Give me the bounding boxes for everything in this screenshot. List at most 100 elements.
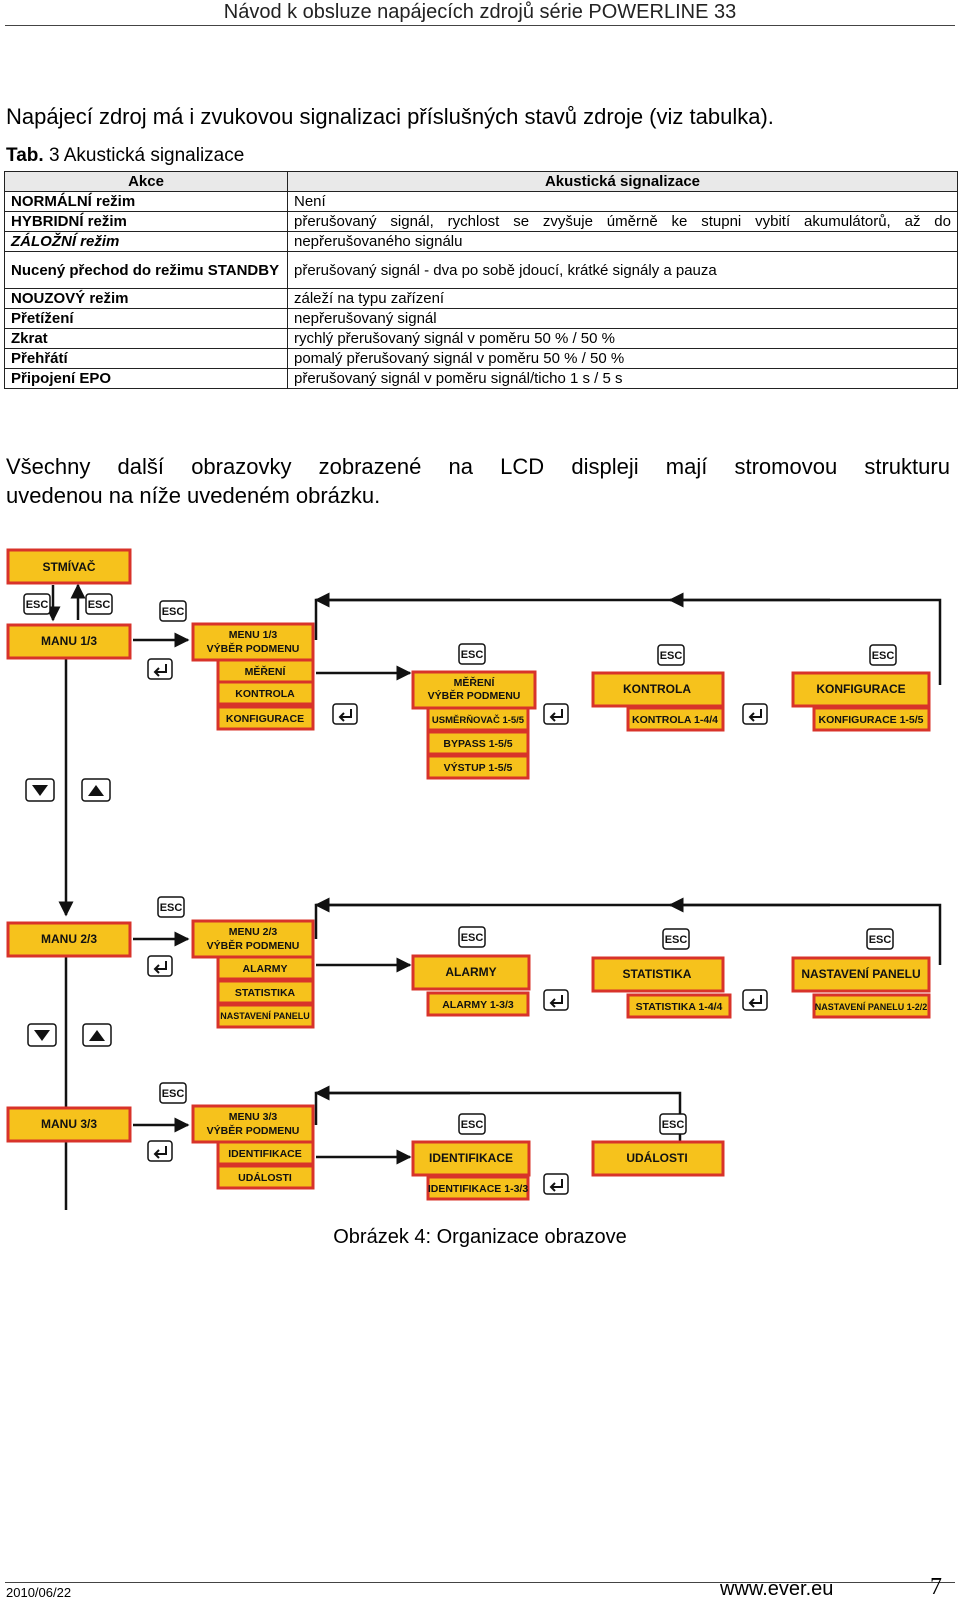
label-statistika-sub: STATISTIKA 1-4/4 <box>636 1001 723 1013</box>
esc-button[interactable]: ESC <box>866 928 894 950</box>
svg-text:ESC: ESC <box>461 1119 484 1131</box>
table-header-akce: Akce <box>4 171 288 192</box>
table-cell-action: NOUZOVÝ režim <box>4 288 288 309</box>
box-usmernovac <box>426 706 530 732</box>
esc-button[interactable]: ESC <box>159 1082 187 1104</box>
svg-text:ESC: ESC <box>26 599 49 611</box>
label-menu-3-sub: VÝBĚR PODMENU <box>207 1124 300 1137</box>
enter-button[interactable] <box>543 989 569 1011</box>
box-udalosti <box>216 1164 315 1190</box>
box-stmivac <box>6 548 132 585</box>
svg-text:ESC: ESC <box>665 934 688 946</box>
arrow-up-button[interactable] <box>82 1023 112 1047</box>
box-kontrola-menu <box>591 671 725 708</box>
enter-button[interactable] <box>543 703 569 725</box>
label-udalosti: UDÁLOSTI <box>238 1171 292 1184</box>
label-alarmy-sub: ALARMY 1-3/3 <box>442 999 514 1011</box>
acoustic-signal-table: Akce Akustická signalizace NORMÁLNÍ reži… <box>4 171 958 389</box>
table-cell-signal: pomalý přerušovaný signál v poměru 50 % … <box>287 348 958 369</box>
table-header-row: Akce Akustická signalizace <box>4 171 958 192</box>
enter-button[interactable] <box>147 658 173 680</box>
table-cell-action: Přehřátí <box>4 348 288 369</box>
table-row: Nucený přechod do režimu STANDBY přerušo… <box>4 251 958 289</box>
esc-button[interactable]: ESC <box>869 644 897 666</box>
svg-text:ESC: ESC <box>162 606 185 618</box>
esc-button[interactable]: ESC <box>662 928 690 950</box>
paragraph-line-1: Všechny další obrazovky zobrazené na LCD… <box>6 452 950 481</box>
box-konfigurace-sub <box>812 706 931 732</box>
label-menu-2-title: MENU 2/3 <box>229 926 278 938</box>
enter-icon <box>153 664 167 677</box>
box-menu-2 <box>191 919 315 959</box>
label-nastaveni-sub: NASTAVENÍ PANELU 1-2/2 <box>815 1002 928 1012</box>
table-row: HYBRIDNÍ režim přerušovaný signál, rychl… <box>4 211 958 232</box>
enter-button[interactable] <box>742 703 768 725</box>
page-header-title: Návod k obsluze napájecích zdrojů série … <box>223 1 737 23</box>
box-statistika <box>216 979 315 1005</box>
table-cell-action: Nucený přechod do režimu STANDBY <box>4 251 288 289</box>
enter-icon <box>748 995 762 1008</box>
connector-line <box>314 903 942 965</box>
esc-button[interactable]: ESC <box>458 926 486 948</box>
connector-line <box>314 1091 682 1145</box>
esc-button[interactable]: ESC <box>659 1113 687 1135</box>
box-alarmy <box>216 955 315 981</box>
label-manu-2: MANU 2/3 <box>41 932 97 946</box>
label-kontrola-sub: KONTROLA 1-4/4 <box>632 714 718 726</box>
label-bypass: BYPASS 1-5/5 <box>443 738 512 750</box>
box-identifikace <box>216 1140 315 1166</box>
arrow-down-icon <box>34 1030 50 1041</box>
label-identifikace-sub: IDENTIFIKACE 1-3/3 <box>428 1183 529 1195</box>
table-cell-signal: nepřerušovaný signál <box>287 308 958 329</box>
label-udalosti-title: UDÁLOSTI <box>626 1150 687 1165</box>
box-alarmy-sub <box>426 991 530 1017</box>
table-cell-action: Přetížení <box>4 308 288 329</box>
arrow-down-button[interactable] <box>27 1023 57 1047</box>
paragraph-word: zobrazené <box>318 454 422 479</box>
box-menu-3 <box>191 1104 315 1144</box>
tree-structure-paragraph: Všechny další obrazovky zobrazené na LCD… <box>6 452 950 510</box>
table-row: Zkrat rychlý přerušovaný signál v poměru… <box>4 328 958 349</box>
table-cell-signal: rychlý přerušovaný signál v poměru 50 % … <box>287 328 958 349</box>
esc-button[interactable]: ESC <box>657 644 685 666</box>
arrow-down-button[interactable] <box>25 778 55 802</box>
connector-line <box>314 598 942 685</box>
enter-button[interactable] <box>742 989 768 1011</box>
arrow-up-icon <box>88 785 104 796</box>
enter-icon <box>338 709 352 722</box>
esc-button[interactable]: ESC <box>159 600 187 622</box>
footer-date: 2010/06/22 <box>6 1585 72 1600</box>
esc-button[interactable]: ESC <box>157 896 185 918</box>
esc-button[interactable]: ESC <box>23 593 51 615</box>
box-identifikace-menu <box>411 1140 531 1177</box>
esc-button[interactable]: ESC <box>458 643 486 665</box>
table-cell-action: Zkrat <box>4 328 288 349</box>
footer-divider <box>5 1582 955 1583</box>
arrow-up-button[interactable] <box>81 778 111 802</box>
table-header-signal: Akustická signalizace <box>287 171 958 192</box>
table-caption: Tab. 3 Akustická signalizace <box>6 145 244 167</box>
enter-button[interactable] <box>147 955 173 977</box>
box-nastaveni-menu <box>791 956 931 993</box>
box-konfigurace <box>216 705 315 731</box>
table-caption-tab: Tab. <box>6 145 44 166</box>
box-bypass <box>426 730 530 756</box>
figure-caption: Obrázek 4: Organizace obrazove <box>333 1226 627 1248</box>
label-statistika: STATISTIKA <box>235 987 296 999</box>
label-konfigurace-sub: KONFIGURACE 1-5/5 <box>818 714 923 726</box>
table-row: NOUZOVÝ režim záleží na typu zařízení <box>4 288 958 309</box>
paragraph-word: na <box>448 454 474 479</box>
box-nastaveni-sub <box>812 993 931 1019</box>
label-vystup: VÝSTUP 1-5/5 <box>444 761 513 774</box>
esc-button[interactable]: ESC <box>85 593 113 615</box>
label-alarmy-title: ALARMY <box>445 965 496 979</box>
arrow-up-icon <box>89 1030 105 1041</box>
enter-button[interactable] <box>543 1173 569 1195</box>
svg-text:ESC: ESC <box>461 649 484 661</box>
paragraph-word: strukturu <box>864 454 950 479</box>
enter-button[interactable] <box>147 1140 173 1162</box>
label-menu-2-sub: VÝBĚR PODMENU <box>207 939 300 952</box>
esc-button[interactable]: ESC <box>458 1113 486 1135</box>
label-manu-1: MANU 1/3 <box>41 634 97 648</box>
enter-button[interactable] <box>332 703 358 725</box>
